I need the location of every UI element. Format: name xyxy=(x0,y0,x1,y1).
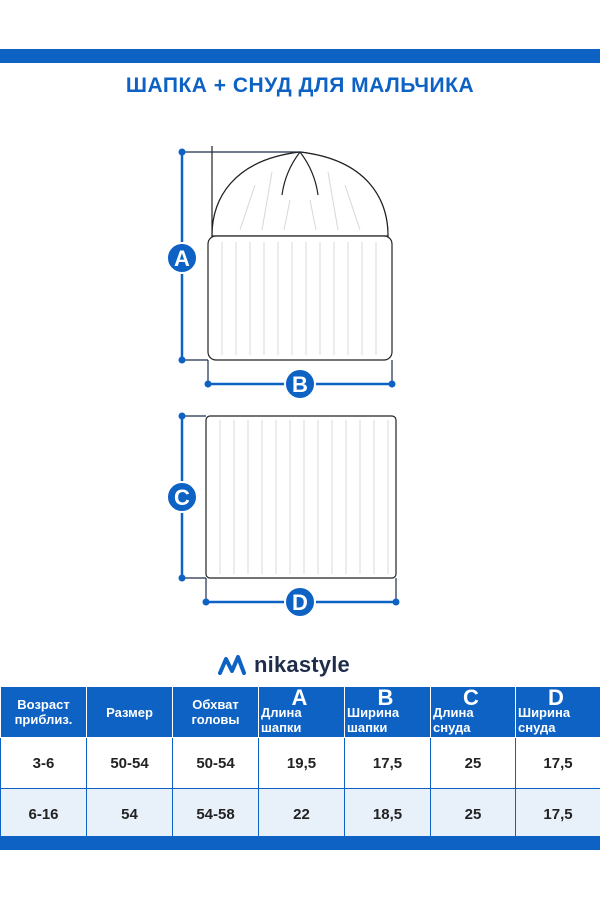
label-b: B xyxy=(292,372,308,397)
dimension-b: B xyxy=(204,360,396,400)
table-cell: 19,5 xyxy=(258,737,345,789)
hat-illustration xyxy=(207,146,393,361)
bottom-accent-band xyxy=(0,836,600,850)
product-measurement-diagram: A B C xyxy=(166,146,400,618)
table-cell: 25 xyxy=(430,788,516,840)
table-row: 3-6 50-54 50-54 19,5 17,5 25 17,5 xyxy=(0,737,600,789)
table-cell: 17,5 xyxy=(515,737,600,789)
label-d: D xyxy=(292,590,308,615)
header-hat-length: AДлина шапки xyxy=(258,686,345,738)
table-cell: 54 xyxy=(86,788,173,840)
table-cell: 50-54 xyxy=(86,737,173,789)
size-table-header: Возраст приблиз. Размер Обхват головы AД… xyxy=(0,686,600,738)
table-cell: 3-6 xyxy=(0,737,87,789)
label-a: A xyxy=(174,246,190,271)
nikastyle-wave-logo-icon xyxy=(218,655,246,675)
table-cell: 22 xyxy=(258,788,345,840)
table-cell: 25 xyxy=(430,737,516,789)
table-cell: 17,5 xyxy=(344,737,431,789)
page-title: ШАПКА + СНУД ДЛЯ МАЛЬЧИКА xyxy=(125,74,475,97)
table-cell: 18,5 xyxy=(344,788,431,840)
snood-illustration xyxy=(205,415,397,579)
table-cell: 54-58 xyxy=(172,788,259,840)
table-cell: 17,5 xyxy=(515,788,600,840)
header-size: Размер xyxy=(86,686,173,738)
size-table: Возраст приблиз. Размер Обхват головы AД… xyxy=(0,686,600,840)
dimension-a: A xyxy=(166,148,300,364)
table-cell: 50-54 xyxy=(172,737,259,789)
label-c: C xyxy=(174,485,190,510)
table-row: 6-16 54 54-58 22 18,5 25 17,5 xyxy=(0,788,600,840)
brand-logo: nikastyle xyxy=(218,650,350,680)
brand-name: nikastyle xyxy=(254,652,350,677)
header-hat-width: BШирина шапки xyxy=(344,686,431,738)
header-head-circumference: Обхват головы xyxy=(172,686,259,738)
dimension-d: D xyxy=(202,578,400,618)
table-cell: 6-16 xyxy=(0,788,87,840)
header-snood-width: DШирина снуда xyxy=(515,686,600,738)
dimension-c: C xyxy=(166,412,206,582)
header-age: Возраст приблиз. xyxy=(0,686,87,738)
top-accent-band xyxy=(0,49,600,63)
header-snood-length: CДлина снуда xyxy=(430,686,516,738)
